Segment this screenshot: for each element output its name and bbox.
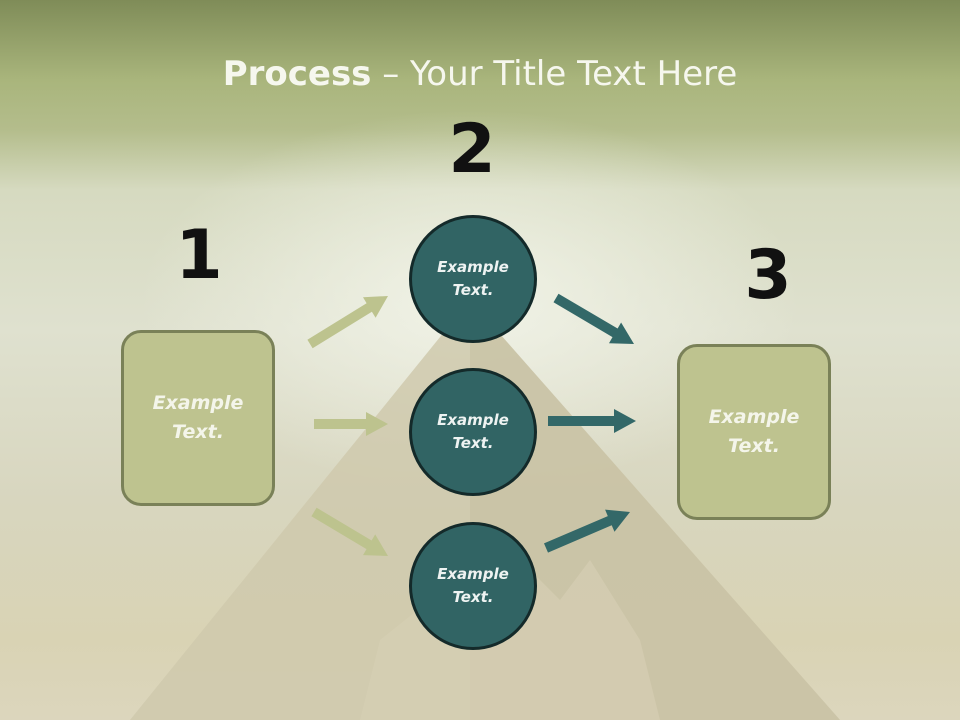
slide-title: Process – Your Title Text Here — [0, 52, 960, 96]
step-number-3: 3 — [744, 236, 792, 315]
arrow-left-to-top — [307, 296, 388, 349]
arrow-left-to-middle — [314, 412, 388, 436]
left-box-text: Example Text. — [152, 392, 244, 443]
circle-middle-text: Example Text. — [437, 411, 509, 452]
arrow-middle-to-right — [548, 409, 636, 433]
right-text-box: Example Text. — [677, 344, 831, 520]
circle-middle: Example Text. — [409, 368, 537, 496]
arrow-top-to-right — [553, 293, 634, 344]
arrow-left-to-bottom — [311, 507, 388, 556]
circle-top-text: Example Text. — [437, 258, 509, 299]
left-text-box: Example Text. — [121, 330, 275, 506]
step-number-1: 1 — [175, 216, 223, 295]
right-box-text: Example Text. — [708, 406, 800, 457]
arrow-bottom-to-right — [544, 509, 630, 553]
circle-bottom-text: Example Text. — [437, 565, 509, 606]
step-number-2: 2 — [448, 110, 496, 189]
title-rest: – Your Title Text Here — [371, 54, 738, 94]
title-bold: Process — [222, 54, 372, 94]
circle-bottom: Example Text. — [409, 522, 537, 650]
circle-top: Example Text. — [409, 215, 537, 343]
